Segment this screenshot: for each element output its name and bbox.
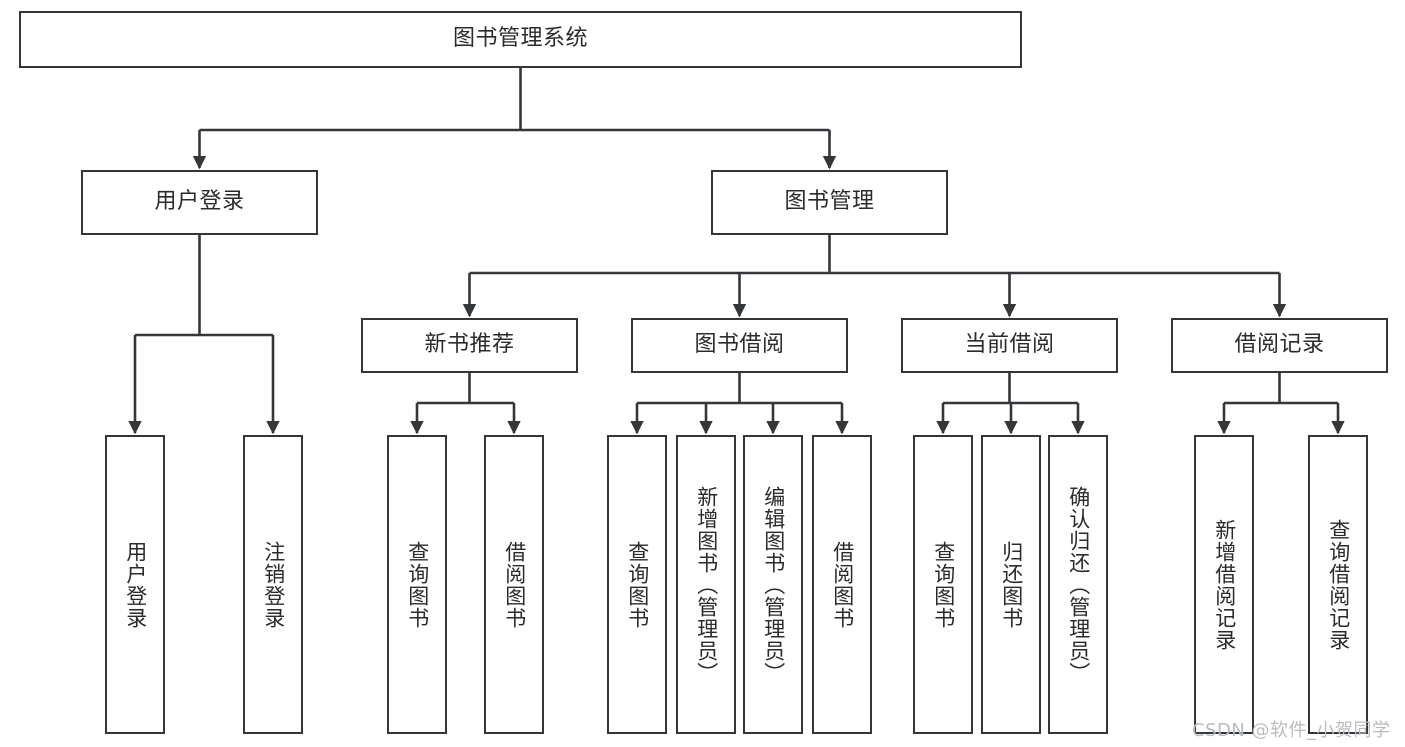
node-user-login-label: 用户登录 bbox=[154, 189, 245, 215]
leaf-node[interactable]: 查询图书 bbox=[913, 435, 973, 734]
node-book-borrow-label: 图书借阅 bbox=[694, 332, 785, 358]
leaf-node-label: 用户登录 bbox=[123, 540, 148, 629]
leaf-node-label: 查询图书 bbox=[931, 540, 956, 629]
leaf-node[interactable]: 新增图书（管理员） bbox=[676, 435, 736, 734]
node-new-book-recommend-label: 新书推荐 bbox=[424, 332, 515, 358]
leaf-node-label: 查询图书 bbox=[405, 540, 430, 629]
node-book-management[interactable]: 图书管理 bbox=[711, 170, 948, 235]
node-borrow-record-label: 借阅记录 bbox=[1234, 332, 1325, 358]
leaf-node[interactable]: 编辑图书（管理员） bbox=[743, 435, 803, 734]
leaf-node-label: 编辑图书（管理员） bbox=[761, 485, 786, 684]
leaf-node-label: 新增图书（管理员） bbox=[694, 485, 719, 684]
leaf-node[interactable]: 用户登录 bbox=[105, 435, 165, 734]
leaf-node[interactable]: 注销登录 bbox=[243, 435, 303, 734]
leaf-node-label: 注销登录 bbox=[261, 540, 286, 629]
node-borrow-record[interactable]: 借阅记录 bbox=[1171, 318, 1388, 373]
node-user-login[interactable]: 用户登录 bbox=[81, 170, 318, 235]
leaf-node[interactable]: 查询图书 bbox=[607, 435, 667, 734]
leaf-node[interactable]: 归还图书 bbox=[981, 435, 1041, 734]
node-book-borrow[interactable]: 图书借阅 bbox=[631, 318, 848, 373]
leaf-node[interactable]: 确认归还（管理员） bbox=[1048, 435, 1108, 734]
leaf-node-label: 确认归还（管理员） bbox=[1066, 485, 1091, 684]
node-current-borrow[interactable]: 当前借阅 bbox=[901, 318, 1118, 373]
leaf-node-label: 借阅图书 bbox=[830, 540, 855, 629]
leaf-node-label: 借阅图书 bbox=[502, 540, 527, 629]
leaf-node[interactable]: 新增借阅记录 bbox=[1194, 435, 1254, 734]
csdn-watermark: CSDN @软件_小贺同学 bbox=[1192, 720, 1391, 741]
leaf-node[interactable]: 查询借阅记录 bbox=[1308, 435, 1368, 734]
leaf-node[interactable]: 借阅图书 bbox=[812, 435, 872, 734]
connector-group bbox=[128, 68, 1345, 435]
leaf-node-label: 归还图书 bbox=[999, 540, 1024, 629]
leaf-node-label: 查询图书 bbox=[625, 540, 650, 629]
node-root-label: 图书管理系统 bbox=[452, 26, 588, 52]
leaf-node[interactable]: 借阅图书 bbox=[484, 435, 544, 734]
node-new-book-recommend[interactable]: 新书推荐 bbox=[361, 318, 578, 373]
node-root[interactable]: 图书管理系统 bbox=[19, 11, 1022, 68]
leaf-node-label: 新增借阅记录 bbox=[1212, 518, 1237, 651]
leaf-node[interactable]: 查询图书 bbox=[387, 435, 447, 734]
node-book-management-label: 图书管理 bbox=[784, 189, 875, 215]
leaf-node-label: 查询借阅记录 bbox=[1326, 518, 1351, 651]
node-current-borrow-label: 当前借阅 bbox=[964, 332, 1055, 358]
